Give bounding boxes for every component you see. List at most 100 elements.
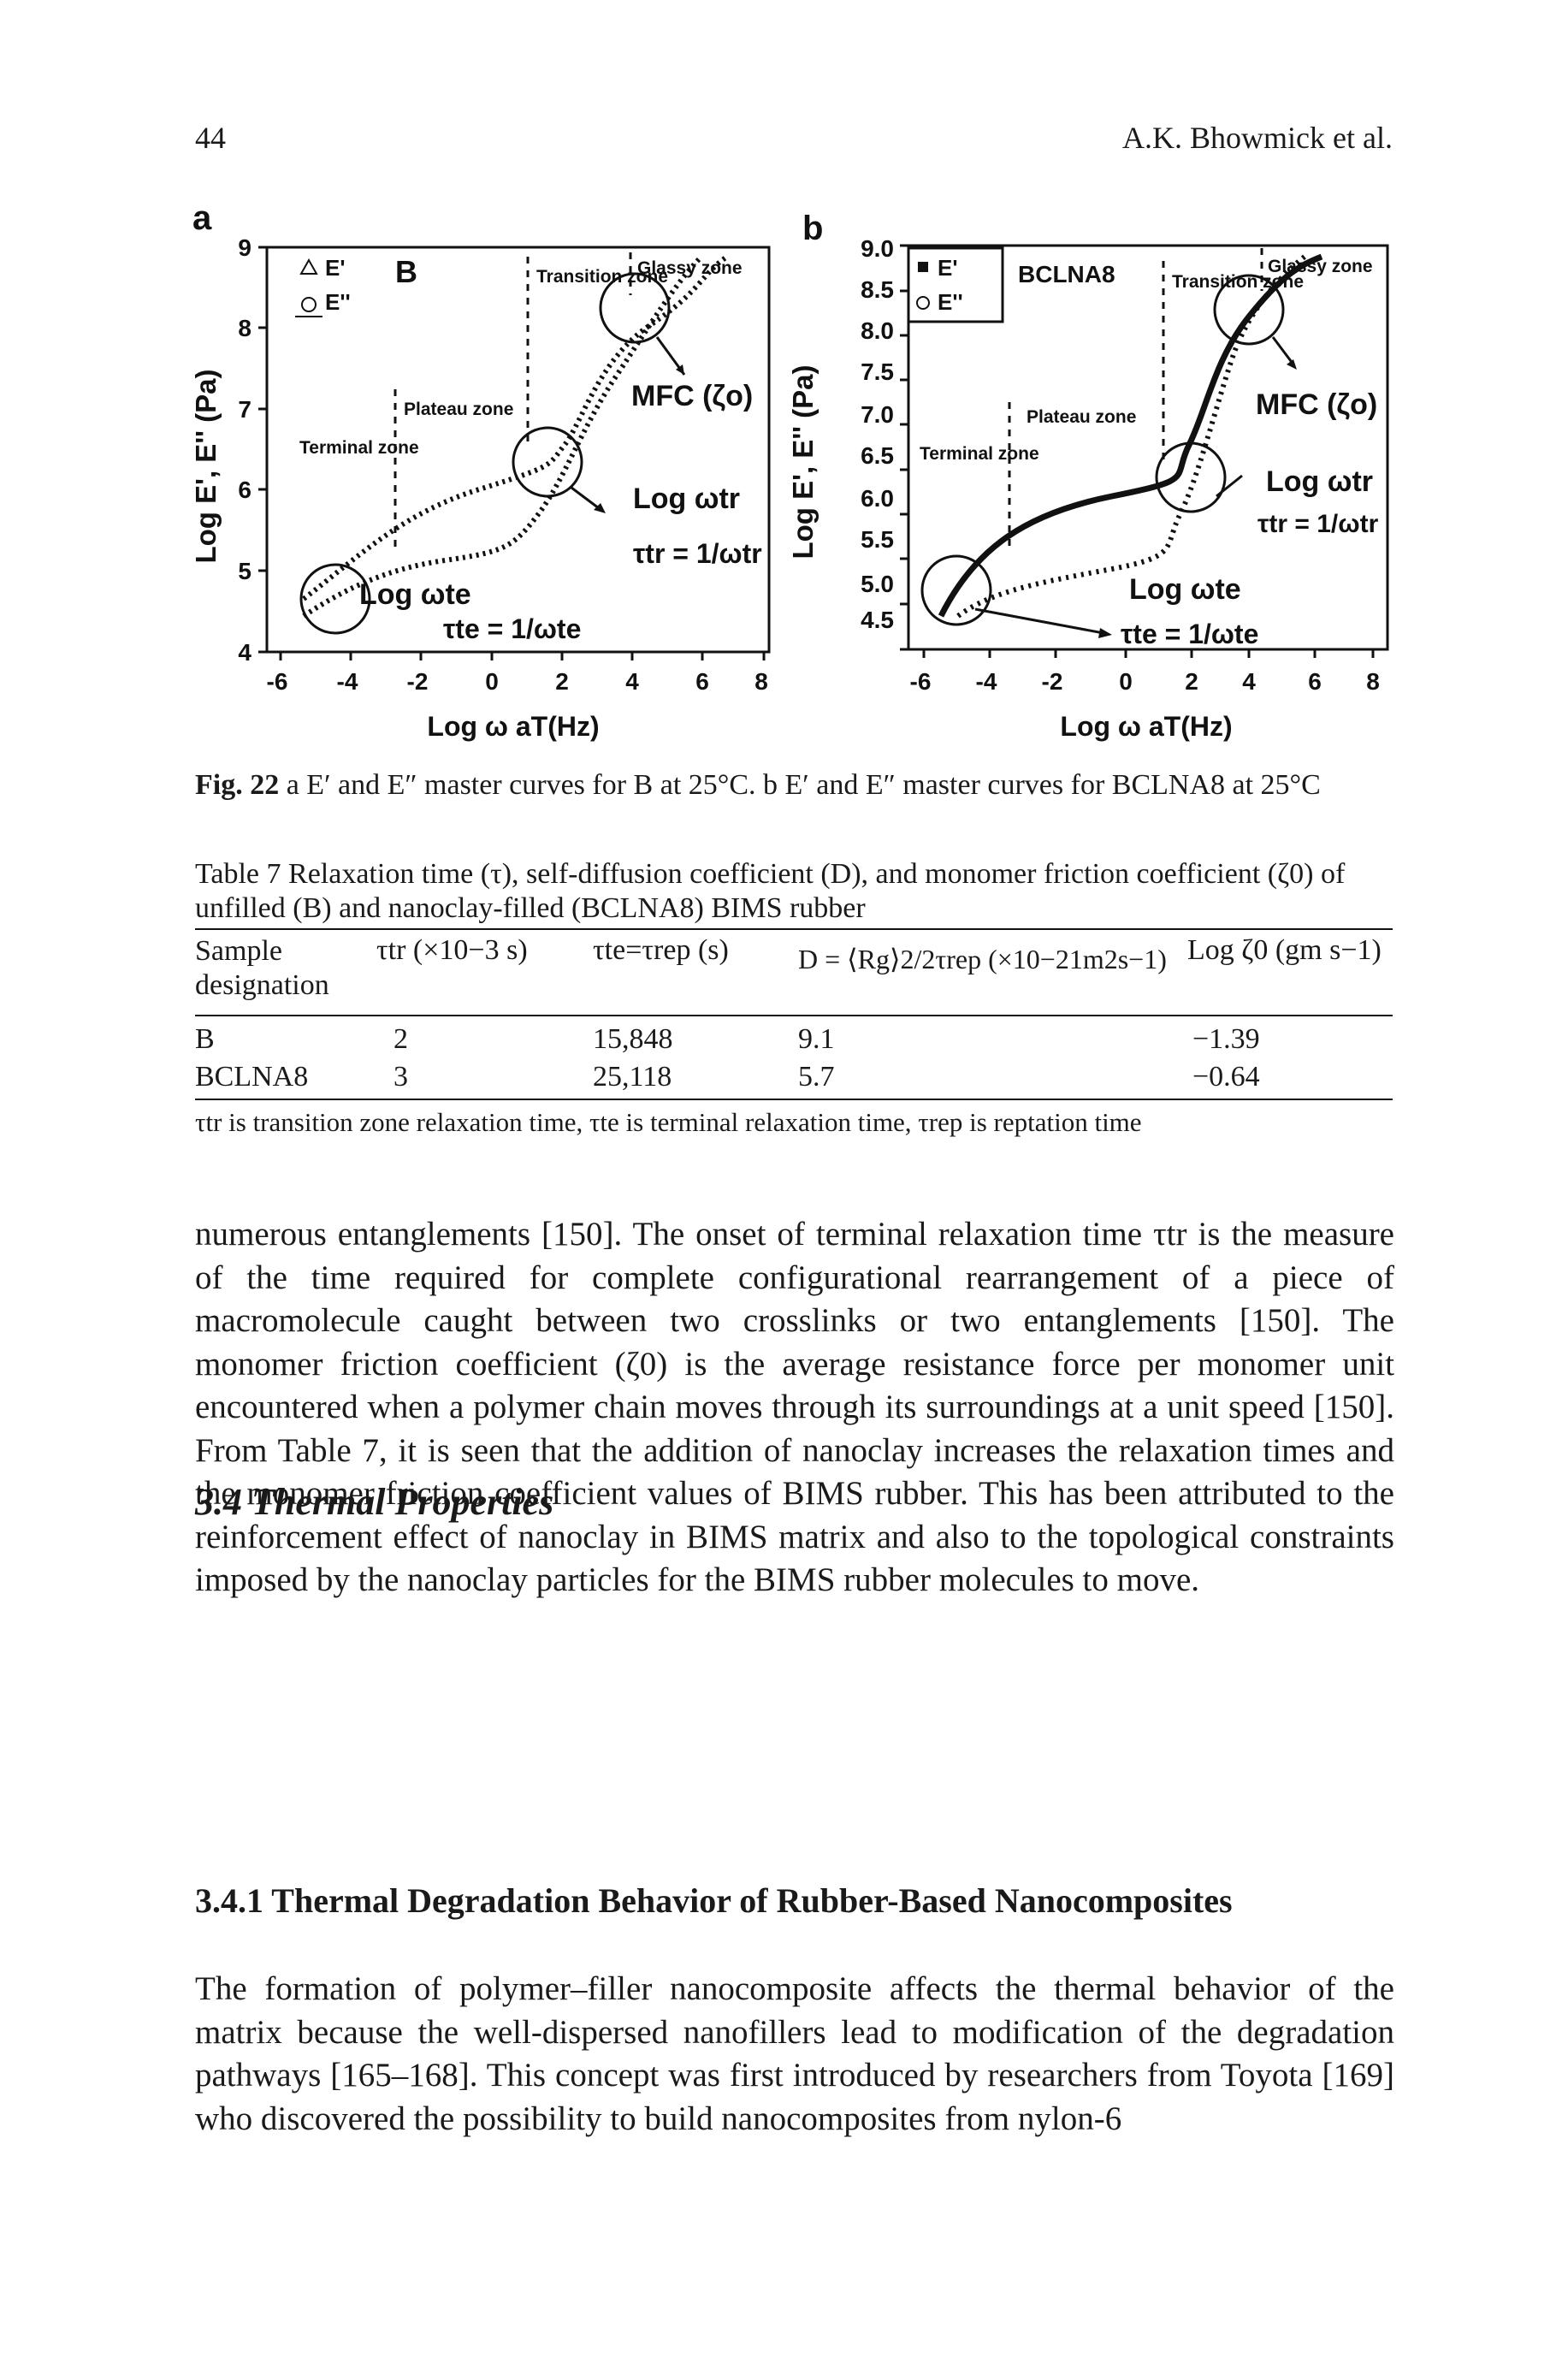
table-cell: 15,848 — [593, 1023, 673, 1055]
table-footnote: τtr is transition zone relaxation time, … — [195, 1107, 1142, 1137]
panel-b-plot-frame — [907, 244, 1389, 651]
panel-b-y-tick: 7.0 — [861, 401, 894, 428]
panel-b-y-tick: 5.5 — [861, 526, 894, 553]
panel-a-plot-frame — [265, 246, 771, 654]
panel-b: b Log E', E'' (Pa) 4.5 5.0 5.5 6.0 6.5 7… — [787, 210, 1389, 742]
panel-b-sample: BCLNA8 — [1018, 261, 1115, 287]
table-cell: 2 — [393, 1023, 408, 1055]
table-cell: 25,118 — [593, 1061, 672, 1093]
panel-a-y-tick: 9 — [238, 234, 251, 261]
panel-b-mfc-circle — [1213, 274, 1285, 346]
table-label: Table 7 — [195, 858, 281, 890]
panel-a-y-tick: 6 — [238, 477, 251, 503]
panel-b-x-tick: 6 — [1308, 668, 1322, 695]
panel-b-y-axis-label: Log E', E'' (Pa) — [787, 364, 819, 559]
panel-b-tau-te: τte = 1/ωte — [1121, 619, 1258, 649]
table-header-friction: Log ζ0 (gm s−1) — [1187, 934, 1382, 966]
panel-a-x-ticks: -6 -4 -2 0 2 4 6 8 — [267, 652, 768, 695]
panel-a-zone-glassy: Glassy zone — [637, 258, 743, 278]
panel-b-legend-circle-marker — [916, 296, 930, 310]
panel-a-mfc-circle — [599, 272, 671, 344]
table-header-tau-tr: τtr (×10−3 s) — [376, 934, 528, 966]
table-caption: Table 7 Relaxation time (τ), self-diffus… — [195, 857, 1393, 926]
panel-b-legend-e2: E'' — [938, 289, 963, 315]
figure-caption-label: Fig. 22 — [195, 769, 280, 801]
panel-b-legend-box — [907, 246, 1004, 323]
panel-b-y-tick: 7.5 — [861, 358, 894, 385]
panel-b-x-tick: 8 — [1366, 668, 1380, 695]
panel-a-omega-te-circle — [299, 563, 371, 635]
panel-b-x-axis-label: Log ω aT(Hz) — [1060, 711, 1232, 742]
panel-b-log-omega-tr: Log ωtr — [1266, 465, 1373, 498]
panel-a-legend-circle-marker — [301, 297, 317, 312]
panel-a-y-tick: 7 — [238, 396, 251, 423]
table-header-rule — [195, 1015, 1393, 1016]
panel-b-zone-terminal: Terminal zone — [920, 444, 1039, 464]
panel-a-x-tick: 0 — [485, 668, 499, 695]
panel-a-x-tick: 8 — [754, 668, 768, 695]
figure-caption-text: a E′ and E″ master curves for B at 25°C.… — [286, 769, 1321, 801]
panel-b-y-ticks: 4.5 5.0 5.5 6.0 6.5 7.0 7.5 8.0 8.5 9.0 — [861, 235, 908, 651]
table-cell: 5.7 — [798, 1061, 835, 1093]
panel-a-tau-tr: τtr = 1/ωtr — [633, 538, 762, 569]
panel-a-legend-e2: E'' — [325, 289, 351, 315]
panel-a-e2-curve — [302, 254, 704, 619]
panel-a-e1-curve — [302, 254, 729, 601]
panel-b-y-tick: 8.0 — [861, 317, 894, 344]
panel-b-x-tick: -6 — [910, 668, 932, 695]
table-cell: 3 — [393, 1061, 408, 1093]
panel-a-zone-terminal: Terminal zone — [299, 438, 419, 458]
panel-b-x-tick: 2 — [1185, 668, 1198, 695]
panel-b-y-tick: 9.0 — [861, 235, 894, 262]
panel-a-legend-triangle-marker — [299, 258, 318, 275]
section-heading: 3.4 Thermal Properties — [195, 1481, 554, 1523]
panel-b-letter: b — [802, 210, 823, 247]
panel-a-letter: a — [192, 199, 212, 237]
panel-b-x-tick: -2 — [1042, 668, 1063, 695]
table-header-tau-te: τte=τrep (s) — [593, 934, 729, 966]
panel-a-x-tick: -6 — [267, 668, 288, 695]
figure-22: a Log E', E'' (Pa) 4 5 6 7 8 9 — [190, 199, 1389, 742]
panel-b-y-tick: 5.0 — [861, 571, 894, 597]
panel-a-log-omega-tr: Log ωtr — [633, 483, 740, 515]
panel-b-zone-plateau: Plateau zone — [1027, 407, 1136, 427]
panel-a-zone-plateau: Plateau zone — [404, 400, 513, 419]
table-cell: B — [195, 1023, 215, 1055]
panel-b-e1-curve — [938, 253, 1323, 618]
panel-b-zone-transition: Transition zone — [1172, 272, 1304, 292]
panel-a-omega-tr-circle — [512, 426, 583, 498]
panel-b-y-tick: 6.0 — [861, 485, 894, 512]
table-body: B 2 15,848 9.1 −1.39 BCLNA8 3 25,118 5.7… — [195, 1023, 1393, 1100]
panel-a-y-tick: 5 — [238, 558, 251, 584]
panel-b-y-tick: 4.5 — [861, 607, 894, 633]
panel-b-tau-tr: τtr = 1/ωtr — [1257, 510, 1379, 538]
panel-a-x-tick: 6 — [695, 668, 709, 695]
table-header-sample: Sample designation — [195, 935, 329, 1001]
panel-a: a Log E', E'' (Pa) 4 5 6 7 8 9 — [190, 199, 771, 742]
panel-b-log-omega-te: Log ωte — [1129, 573, 1241, 606]
panel-a-x-tick: -2 — [407, 668, 429, 695]
panel-b-omega-te-circle — [920, 554, 992, 626]
page-number: 44 — [195, 121, 226, 155]
panel-b-x-tick: -4 — [976, 668, 997, 695]
panel-a-y-tick: 4 — [238, 639, 251, 666]
panel-a-mfc-label: MFC (ζo) — [631, 380, 753, 412]
table-bottom-rule — [195, 1099, 1393, 1100]
table-cell: −1.39 — [1192, 1023, 1260, 1055]
panel-a-sample: B — [395, 254, 417, 289]
panel-b-omega-tr-circle — [1155, 441, 1227, 513]
panel-b-legend-square-marker — [918, 262, 928, 272]
panel-a-y-axis-label: Log E', E'' (Pa) — [190, 369, 222, 563]
table-cell: BCLNA8 — [195, 1061, 309, 1093]
subsection-heading: 3.4.1 Thermal Degradation Behavior of Ru… — [195, 1881, 1233, 1920]
panel-a-x-tick: -4 — [337, 668, 358, 695]
panel-a-log-omega-te: Log ωte — [359, 578, 471, 611]
panel-b-y-tick: 8.5 — [861, 276, 894, 303]
table-header-diffusion: D = ⟨Rg⟩2/2τrep (×10−21m2s−1) — [798, 944, 1167, 974]
body-paragraph-2: The formation of polymer–filler nanocomp… — [195, 1970, 1394, 2137]
table-caption-text: Relaxation time (τ), self-diffusion coef… — [195, 858, 1346, 924]
body-paragraph-1: numerous entanglements [150]. The onset … — [195, 1216, 1394, 1598]
panel-a-legend-e1: E' — [325, 255, 346, 281]
panel-b-x-ticks: -6 -4 -2 0 2 4 6 8 — [910, 649, 1380, 695]
panel-a-x-axis-label: Log ω aT(Hz) — [427, 711, 599, 742]
